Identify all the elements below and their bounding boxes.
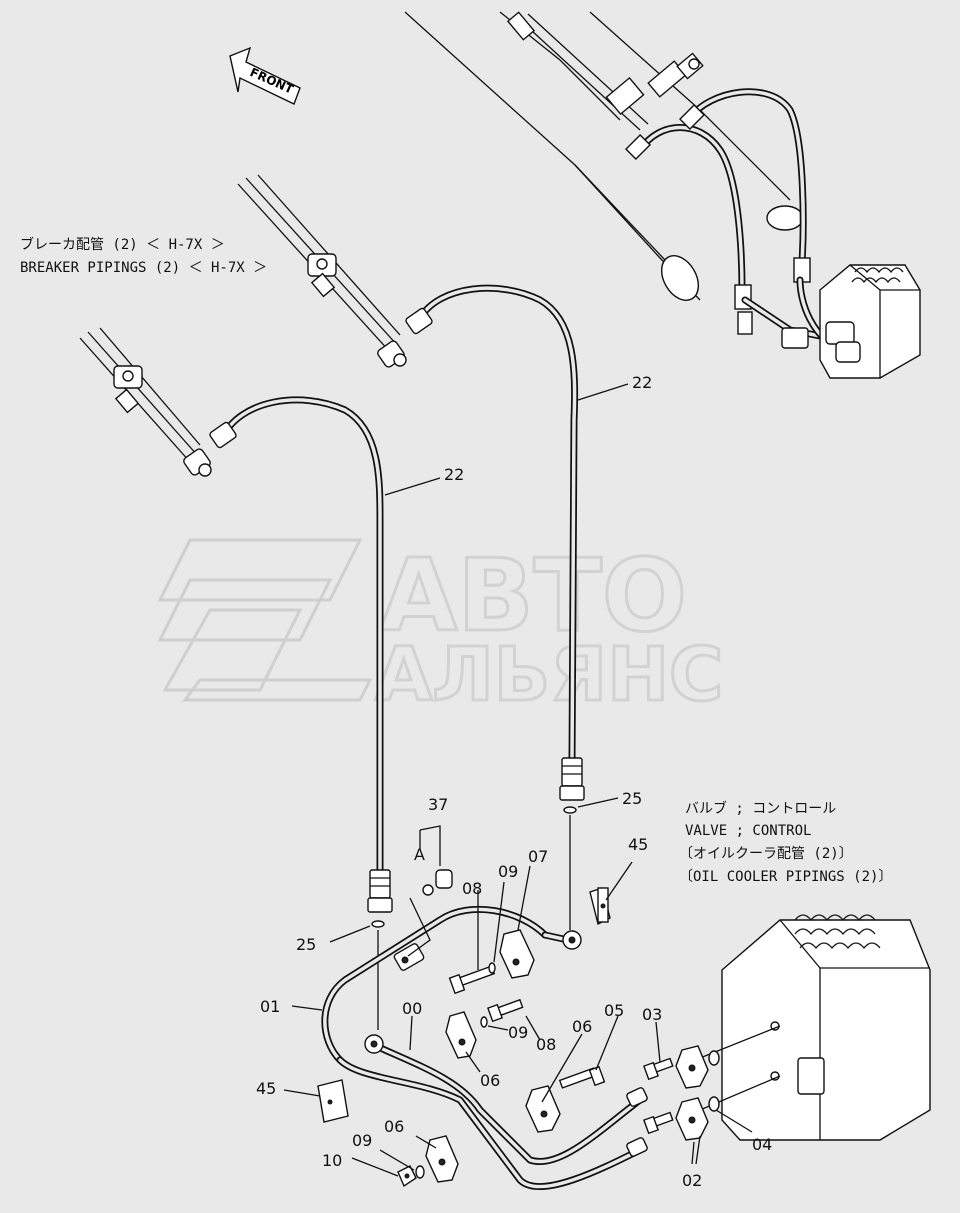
clamp-assembly-right [525, 1015, 619, 1133]
callout-37: 37 [428, 795, 448, 814]
hose-22-right [405, 284, 585, 801]
oil-cooler-pipes [321, 905, 648, 1191]
clamp-assembly-bottom [351, 1135, 459, 1188]
callout-22-right: 22 [632, 373, 652, 392]
valve-label-line-2: VALVE ; CONTROL [685, 823, 811, 839]
callout-08-top: 08 [462, 879, 482, 898]
callout-25-left: 25 [296, 935, 316, 954]
clamp-assembly-top [448, 865, 535, 995]
watermark: АВТО АЛЬЯНС [157, 536, 725, 720]
top-hoses [624, 88, 854, 359]
valve-label-line-4: 〔OIL COOLER PIPINGS (2)〕 [679, 869, 892, 885]
watermark-line-2: АЛЬЯНС [375, 632, 723, 718]
callout-06-right: 06 [572, 1017, 592, 1036]
oring-25-right [563, 806, 577, 814]
oring-25-left [371, 920, 385, 928]
callout-07: 07 [528, 847, 548, 866]
upper-control-valve [781, 264, 921, 379]
valve-label-line-1: バルブ ; コントロール [685, 800, 836, 817]
clamp-assembly-mid [409, 998, 541, 1073]
callout-06-bottom: 06 [384, 1117, 404, 1136]
callout-02: 02 [682, 1171, 702, 1190]
breaker-pipe-stubs [79, 174, 407, 477]
callout-25-right: 25 [622, 789, 642, 808]
callout-06-mid: 06 [480, 1071, 500, 1090]
flange-assembly [643, 1021, 753, 1165]
callout-04: 04 [752, 1135, 772, 1154]
lower-control-valve [699, 914, 931, 1141]
block-45-right [589, 861, 633, 926]
valve-label-line-3: 〔オイルクーラ配管 (2)〕 [679, 846, 853, 862]
callout-45-right: 45 [628, 835, 648, 854]
callout-08-mid: 08 [536, 1035, 556, 1054]
callout-00: 00 [402, 999, 422, 1018]
callout-05: 05 [604, 1001, 624, 1020]
breaker-label-en: BREAKER PIPINGS (2) ＜ H-7X ＞ [20, 260, 267, 276]
hose-22-left [209, 396, 393, 913]
callout-09-bottom: 09 [352, 1131, 372, 1150]
callout-a: A [414, 845, 425, 864]
callout-09-top: 09 [498, 862, 518, 881]
boom-arm [404, 11, 804, 301]
block-45-left [283, 1079, 349, 1123]
breaker-label-jp: ブレーカ配管 (2) ＜ H-7X ＞ [20, 236, 225, 253]
front-arrow-icon: FRONT [229, 46, 301, 105]
callout-22-left: 22 [444, 465, 464, 484]
callout-10: 10 [322, 1151, 342, 1170]
watermark-logo [157, 538, 373, 702]
callout-01: 01 [260, 997, 280, 1016]
watermark-line-1: АВТО [380, 537, 687, 654]
callout-03: 03 [642, 1005, 662, 1024]
callout-09-mid: 09 [508, 1023, 528, 1042]
bolt-kit-37 [407, 825, 453, 957]
callout-45-left: 45 [256, 1079, 276, 1098]
